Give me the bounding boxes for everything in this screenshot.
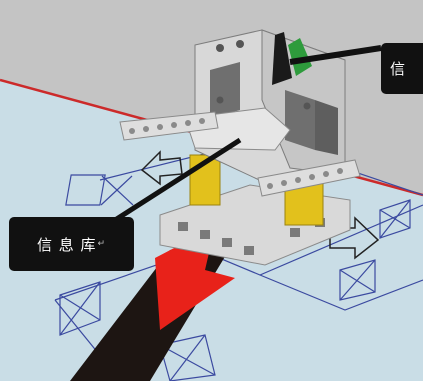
- leader-line-left: [110, 137, 242, 225]
- callout-top-label: 信: [390, 60, 406, 78]
- arrow-left-hollow-icon: [140, 150, 183, 186]
- crossed-box-bottom: [159, 334, 216, 381]
- return-mark-icon: ↵: [97, 239, 107, 249]
- beam-right: [257, 159, 361, 197]
- callout-left-label: 信 息 库: [36, 235, 97, 254]
- beam-left: [119, 111, 219, 141]
- arrow-down-left-icon: [155, 240, 235, 330]
- crossed-box-left-bottom: [59, 281, 101, 336]
- sensor-black: [272, 32, 292, 85]
- crossed-box-right-mid: [339, 259, 376, 301]
- arrow-right-hollow-icon: [329, 216, 380, 260]
- floor-grid: [54, 139, 423, 381]
- callout-top: 信: [381, 43, 423, 94]
- callout-left: 信 息 库↵: [9, 217, 134, 271]
- sensor-green: [288, 38, 312, 76]
- leader-line-top: [289, 45, 382, 65]
- crossed-box-left-top: [65, 174, 134, 206]
- crossed-box-right-top: [379, 199, 411, 239]
